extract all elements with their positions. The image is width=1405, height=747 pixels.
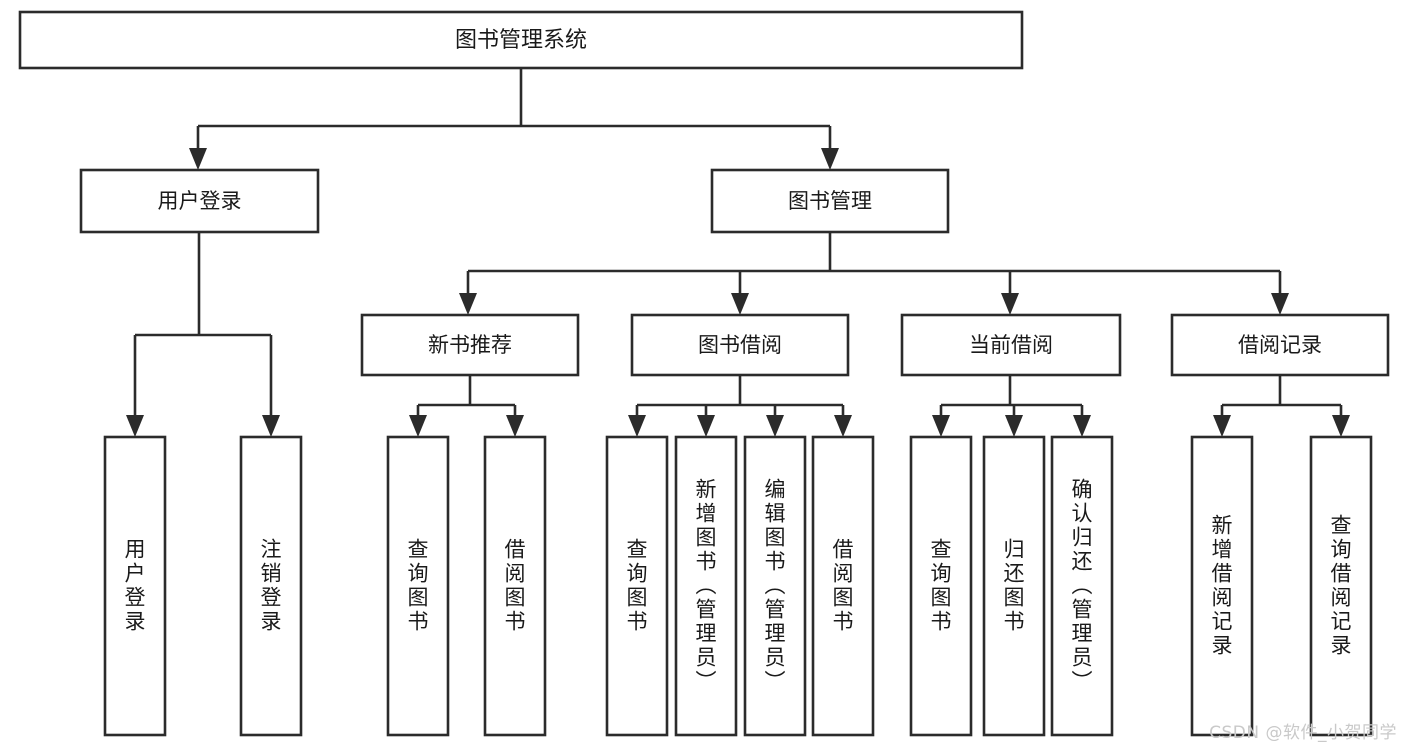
node-book-borrow[interactable]: 图书借阅 (630, 313, 850, 377)
node-leaf-return-book-label: 归还图书 (1004, 538, 1025, 634)
connector-book-management-arrow-0 (459, 293, 477, 315)
node-leaf-query-book-borrow[interactable]: 查询图书 (605, 435, 669, 737)
node-book-management[interactable]: 图书管理 (710, 168, 950, 234)
connector-root-arrow-0 (189, 148, 207, 170)
connector-book-borrow-arrow-3 (834, 415, 852, 437)
node-borrow-record[interactable]: 借阅记录 (1170, 313, 1390, 377)
node-leaf-query-borrow-record[interactable]: 查询借阅记录 (1309, 435, 1373, 737)
node-leaf-borrow-book[interactable]: 借阅图书 (811, 435, 875, 737)
node-leaf-confirm-return-admin-label: 确认归还︵管理员︶ (1072, 478, 1093, 694)
node-leaf-query-book-current-label: 查询图书 (931, 538, 952, 634)
node-leaf-borrow-book-label: 借阅图书 (833, 538, 854, 634)
connector-user-login-arrow-1 (262, 415, 280, 437)
node-user-login-label: 用户登录 (158, 189, 242, 213)
node-current-borrow[interactable]: 当前借阅 (900, 313, 1122, 377)
connector-book-management-arrow-3 (1271, 293, 1289, 315)
node-new-book-recommend-label: 新书推荐 (428, 333, 512, 357)
connector-borrow-record-arrow-1 (1332, 415, 1350, 437)
node-leaf-query-borrow-record-label: 查询借阅记录 (1331, 514, 1352, 658)
node-current-borrow-label: 当前借阅 (969, 333, 1053, 357)
node-leaf-query-book-recommend-label: 查询图书 (408, 538, 429, 634)
node-root-root[interactable]: 图书管理系统 (18, 10, 1024, 70)
node-leaf-user-login-label: 用户登录 (125, 538, 146, 634)
connector-book-borrow-arrow-2 (766, 415, 784, 437)
connector-book-borrow-arrow-0 (628, 415, 646, 437)
node-book-borrow-label: 图书借阅 (698, 333, 782, 357)
node-user-login[interactable]: 用户登录 (79, 168, 320, 234)
node-leaf-return-book[interactable]: 归还图书 (982, 435, 1046, 737)
node-leaf-user-login[interactable]: 用户登录 (103, 435, 167, 737)
connector-current-borrow-arrow-0 (932, 415, 950, 437)
connector-borrow-record-arrow-0 (1213, 415, 1231, 437)
node-leaf-add-borrow-record[interactable]: 新增借阅记录 (1190, 435, 1254, 737)
node-leaf-confirm-return-admin[interactable]: 确认归还︵管理员︶ (1050, 435, 1114, 737)
node-leaf-borrow-book-recommend-label: 借阅图书 (505, 538, 526, 634)
connector-user-login-arrow-0 (126, 415, 144, 437)
node-leaf-edit-book-admin-label: 编辑图书︵管理员︶ (765, 478, 786, 694)
node-leaf-add-borrow-record-label: 新增借阅记录 (1212, 514, 1233, 658)
node-root-root-label: 图书管理系统 (455, 28, 587, 53)
node-leaf-query-book-borrow-label: 查询图书 (627, 538, 648, 634)
csdn-watermark: CSDN @软件_小贺同学 (1209, 723, 1397, 743)
connectors-layer (126, 68, 1350, 437)
node-borrow-record-label: 借阅记录 (1238, 333, 1322, 357)
node-book-management-label: 图书管理 (788, 189, 872, 213)
node-leaf-add-book-admin-label: 新增图书︵管理员︶ (696, 478, 717, 694)
node-leaf-add-book-admin[interactable]: 新增图书︵管理员︶ (674, 435, 738, 737)
connector-book-management-arrow-1 (731, 293, 749, 315)
connector-current-borrow-arrow-1 (1005, 415, 1023, 437)
node-leaf-query-book-current[interactable]: 查询图书 (909, 435, 973, 737)
connector-new-book-recommend-arrow-1 (506, 415, 524, 437)
node-leaf-logout-label: 注销登录 (261, 538, 282, 634)
node-new-book-recommend[interactable]: 新书推荐 (360, 313, 580, 377)
connector-new-book-recommend-arrow-0 (409, 415, 427, 437)
connector-book-management-arrow-2 (1001, 293, 1019, 315)
connector-book-borrow-arrow-1 (697, 415, 715, 437)
connector-root-arrow-1 (821, 148, 839, 170)
node-leaf-logout[interactable]: 注销登录 (239, 435, 303, 737)
node-leaf-edit-book-admin[interactable]: 编辑图书︵管理员︶ (743, 435, 807, 737)
node-leaf-query-book-recommend[interactable]: 查询图书 (386, 435, 450, 737)
node-boxes-layer: 图书管理系统用户登录图书管理新书推荐图书借阅当前借阅借阅记录用户登录注销登录查询… (18, 10, 1390, 737)
node-leaf-borrow-book-recommend[interactable]: 借阅图书 (483, 435, 547, 737)
connector-current-borrow-arrow-2 (1073, 415, 1091, 437)
